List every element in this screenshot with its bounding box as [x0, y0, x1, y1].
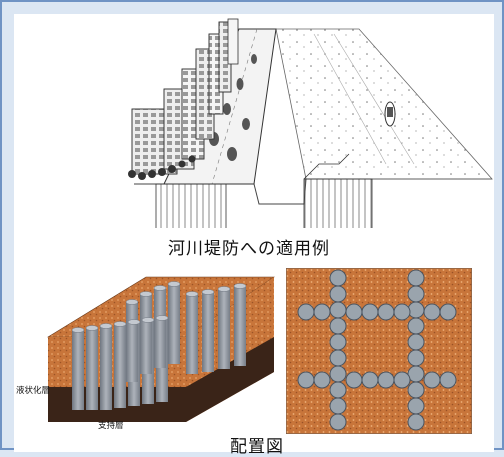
- improvement-columns: [71, 281, 247, 410]
- boat-icon: [384, 101, 396, 127]
- layout-caption: 配置図: [230, 437, 284, 457]
- liquefaction-layer-label: 液状化層: [16, 386, 51, 396]
- right-improvement-wall: [303, 153, 373, 228]
- river-channel: [275, 28, 493, 180]
- plan-column-circles: [297, 269, 457, 431]
- street-trees: [128, 155, 196, 180]
- river-embankment-illustration: [128, 18, 493, 228]
- plan-soil-background: [286, 268, 472, 434]
- figure-panel: 河川堤防への適用例: [14, 14, 494, 457]
- support-layer-label: 支持層: [98, 421, 124, 431]
- left-improvement-wall: [155, 183, 227, 228]
- soil-block-illustration: [46, 276, 275, 422]
- layout-plan-view: [286, 268, 472, 434]
- river-caption: 河川堤防への適用例: [168, 239, 330, 259]
- city-buildings: [131, 18, 239, 175]
